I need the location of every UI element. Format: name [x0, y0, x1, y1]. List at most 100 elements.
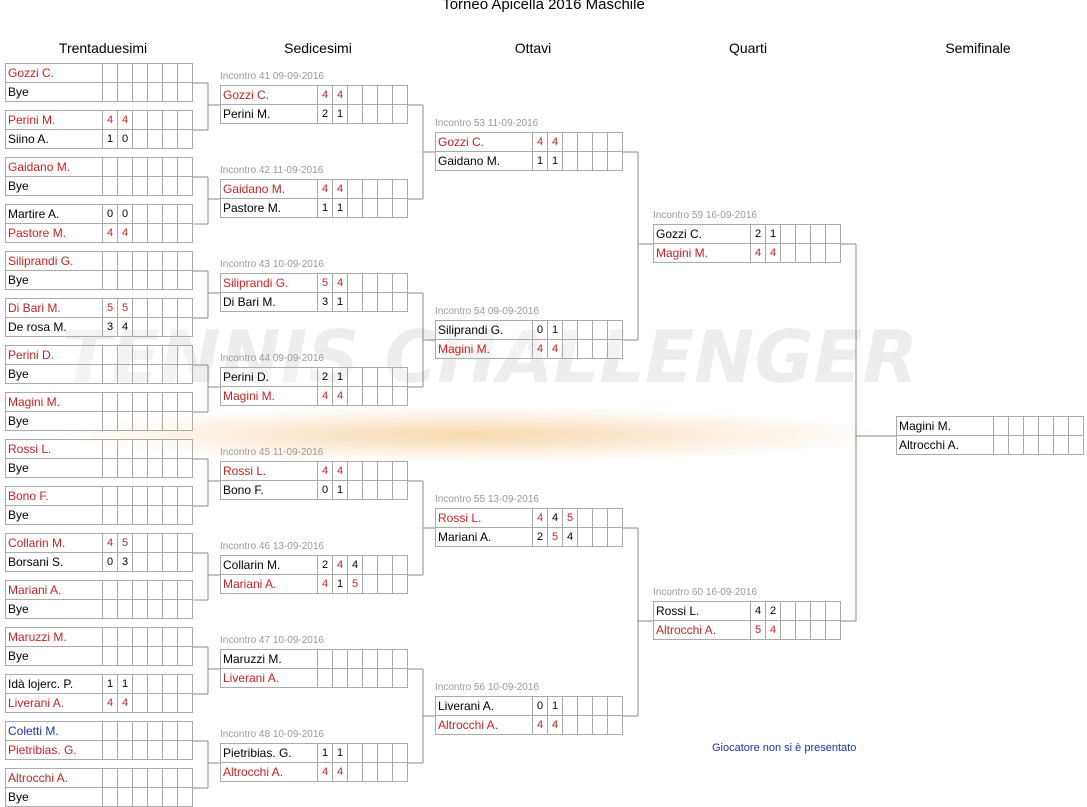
- score-cell: [562, 320, 578, 340]
- score-cell: [132, 110, 148, 130]
- score-cell: [147, 646, 163, 666]
- score-cell: [332, 649, 348, 669]
- score-cell: [177, 599, 193, 619]
- player-name: Maruzzi M.: [5, 627, 103, 647]
- score-cell: [177, 627, 193, 647]
- score-cell: 4: [332, 179, 348, 199]
- score-cell: [1008, 435, 1024, 455]
- score-cell: [132, 345, 148, 365]
- score-cell: [795, 243, 811, 263]
- score-cell: [392, 292, 408, 312]
- score-cell: [592, 339, 608, 359]
- score-cell: [177, 580, 193, 600]
- score-cell: [117, 345, 133, 365]
- score-cell: [377, 668, 393, 688]
- score-cell: [162, 298, 178, 318]
- score-cell: [132, 505, 148, 525]
- score-cell: [132, 204, 148, 224]
- score-cell: [362, 649, 378, 669]
- score-cell: [147, 580, 163, 600]
- score-cell: [377, 743, 393, 763]
- score-cell: [347, 292, 363, 312]
- score-cell: [347, 198, 363, 218]
- score-cell: [347, 85, 363, 105]
- score-cell: 4: [547, 132, 563, 152]
- score-cell: [362, 367, 378, 387]
- score-cell: [132, 364, 148, 384]
- score-cell: 4: [532, 339, 548, 359]
- score-cell: [362, 179, 378, 199]
- score-cell: [162, 533, 178, 553]
- player-name: Altrocchi A.: [220, 762, 318, 782]
- score-cell: [147, 674, 163, 694]
- player-name: Martire A.: [5, 204, 103, 224]
- score-cell: [132, 693, 148, 713]
- score-cell: [132, 411, 148, 431]
- score-cell: 1: [317, 198, 333, 218]
- score-cell: 5: [117, 298, 133, 318]
- score-cell: [377, 198, 393, 218]
- score-cell: 4: [317, 762, 333, 782]
- score-cell: [147, 270, 163, 290]
- score-cell: [102, 740, 118, 760]
- page-title: Torneo Apicella 2016 Maschile: [442, 0, 645, 13]
- score-cell: [132, 787, 148, 807]
- player-name: Mariani A.: [5, 580, 103, 600]
- score-cell: [392, 273, 408, 293]
- score-cell: 4: [765, 243, 781, 263]
- score-cell: [795, 620, 811, 640]
- score-cell: [780, 620, 796, 640]
- score-cell: [362, 668, 378, 688]
- score-cell: [162, 768, 178, 788]
- player-name: Pietribias. G.: [5, 740, 103, 760]
- score-cell: [162, 82, 178, 102]
- score-cell: [162, 486, 178, 506]
- score-cell: [1068, 435, 1084, 455]
- score-cell: [177, 82, 193, 102]
- score-cell: 1: [332, 104, 348, 124]
- score-cell: 1: [532, 151, 548, 171]
- score-cell: [377, 386, 393, 406]
- score-cell: 3: [317, 292, 333, 312]
- score-cell: [132, 627, 148, 647]
- score-cell: 2: [317, 367, 333, 387]
- score-cell: [132, 251, 148, 271]
- score-cell: [162, 392, 178, 412]
- score-cell: [377, 179, 393, 199]
- score-cell: [377, 574, 393, 594]
- score-cell: 1: [332, 367, 348, 387]
- score-cell: [562, 151, 578, 171]
- score-cell: [147, 364, 163, 384]
- score-cell: [117, 458, 133, 478]
- score-cell: [377, 480, 393, 500]
- score-cell: [362, 574, 378, 594]
- player-name: Bye: [5, 646, 103, 666]
- player-name: Di Bari M.: [220, 292, 318, 312]
- score-cell: [177, 411, 193, 431]
- score-cell: 4: [332, 273, 348, 293]
- score-cell: 4: [102, 110, 118, 130]
- player-name: Collarin M.: [5, 533, 103, 553]
- score-cell: [377, 367, 393, 387]
- score-cell: [347, 668, 363, 688]
- score-cell: [392, 480, 408, 500]
- score-cell: [592, 320, 608, 340]
- score-cell: [392, 85, 408, 105]
- score-cell: [132, 317, 148, 337]
- score-cell: 4: [317, 179, 333, 199]
- score-cell: [607, 527, 623, 547]
- player-name: Siino A.: [5, 129, 103, 149]
- score-cell: [102, 505, 118, 525]
- score-cell: 4: [347, 555, 363, 575]
- player-name: Magini M.: [896, 416, 994, 436]
- score-cell: [102, 251, 118, 271]
- score-cell: 5: [317, 273, 333, 293]
- score-cell: 4: [332, 555, 348, 575]
- score-cell: [162, 251, 178, 271]
- score-cell: 1: [102, 129, 118, 149]
- score-cell: [132, 82, 148, 102]
- score-cell: 1: [765, 224, 781, 244]
- score-cell: [162, 411, 178, 431]
- score-cell: [177, 63, 193, 83]
